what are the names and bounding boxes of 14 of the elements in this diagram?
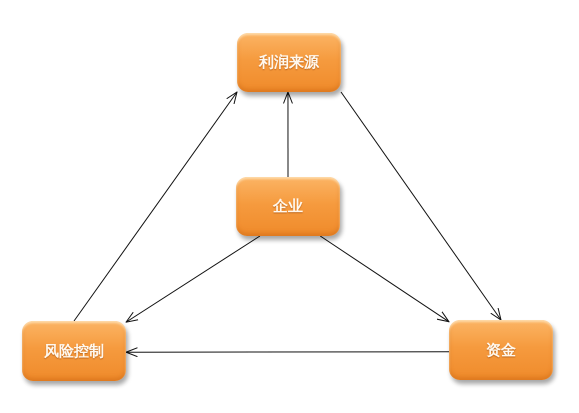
process-box [449, 320, 553, 380]
node-label: 利润来源 [259, 53, 319, 72]
process-box [22, 321, 126, 381]
node-label: 风险控制 [44, 342, 104, 360]
process-box [236, 177, 340, 236]
arrow [126, 236, 260, 323]
arrow [282, 92, 293, 178]
node-label: 资金 [486, 340, 516, 360]
node-label: 企业 [273, 197, 303, 216]
arrow [126, 347, 450, 358]
arrow [320, 236, 450, 322]
process-box [237, 33, 341, 92]
arrow [340, 92, 502, 320]
arrow [74, 92, 238, 322]
